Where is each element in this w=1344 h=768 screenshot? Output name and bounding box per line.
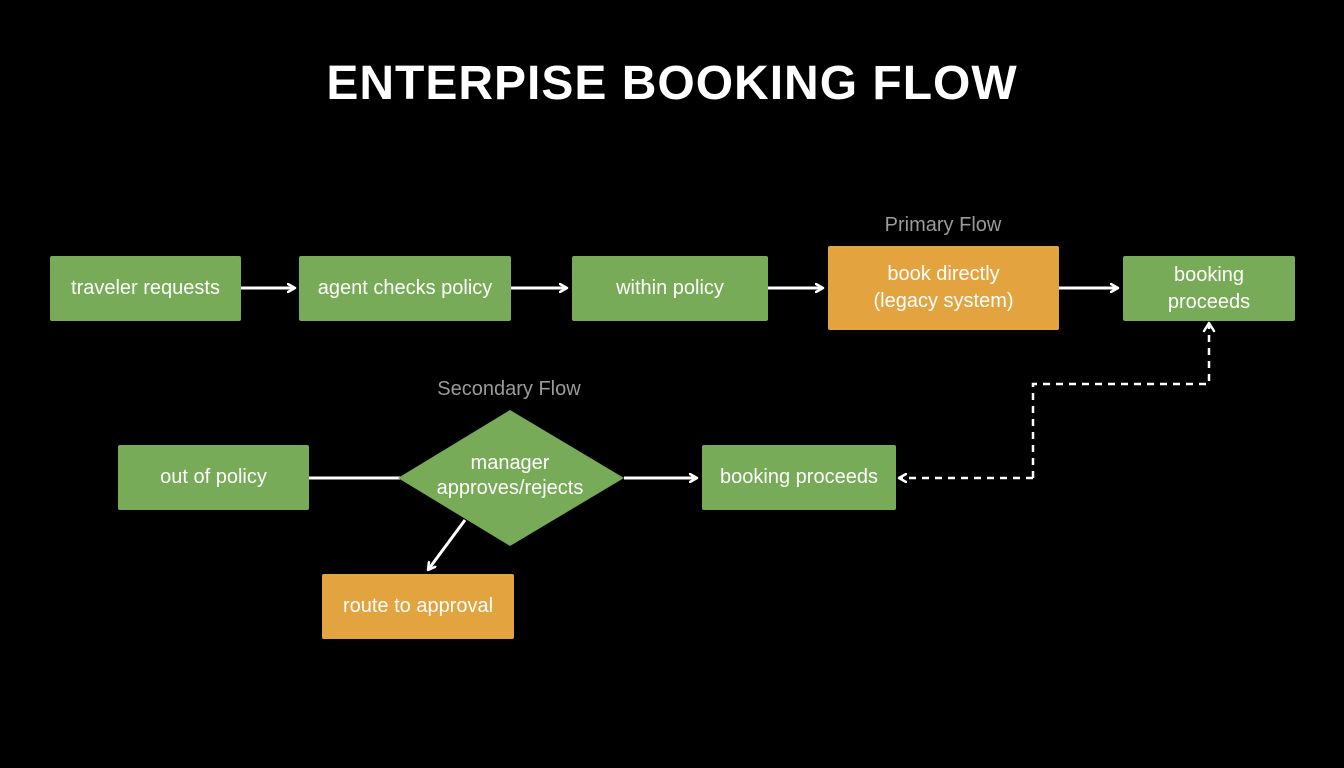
node-agent-checks-policy-label: agent checks policy [317,277,493,299]
node-within-policy: within policy [572,256,768,321]
node-book-directly-line1: book directly [887,263,1000,285]
arrow-manager-to-route-to-approval [428,519,467,570]
node-route-to-approval-label: route to approval [342,595,494,617]
secondary-flow-caption: Secondary Flow [437,378,581,400]
node-manager-line2: approves/rejects [436,477,584,499]
dashed-connector-booking-proceeds [1031,325,1211,478]
node-booking-proceeds-primary-line2: proceeds [1167,290,1251,313]
node-traveler-requests: traveler requests [50,256,241,321]
node-manager-approves-rejects: manager approves/rejects [410,440,610,512]
node-out-of-policy-label: out of policy [160,466,267,488]
node-agent-checks-policy: agent checks policy [299,256,511,321]
node-out-of-policy: out of policy [118,445,309,510]
node-book-directly: book directly (legacy system) [828,246,1059,330]
dashed-arrowhead-up [1202,321,1216,333]
node-route-to-approval: route to approval [322,574,514,639]
node-booking-proceeds-secondary-label: booking proceeds [720,466,878,488]
node-manager-line1: manager [470,452,550,474]
node-booking-proceeds-primary-line1: booking [1173,263,1245,286]
manager-decision-diamond [398,410,624,546]
diagram-title: ENTERPISE BOOKING FLOW [326,57,1018,110]
node-booking-proceeds-secondary: booking proceeds [702,445,896,510]
node-within-policy-label: within policy [616,277,724,299]
node-booking-proceeds-primary: booking proceeds [1123,256,1295,321]
node-traveler-requests-label: traveler requests [71,277,220,299]
primary-flow-caption: Primary Flow [884,214,1002,236]
node-book-directly-line2: (legacy system) [873,290,1014,312]
